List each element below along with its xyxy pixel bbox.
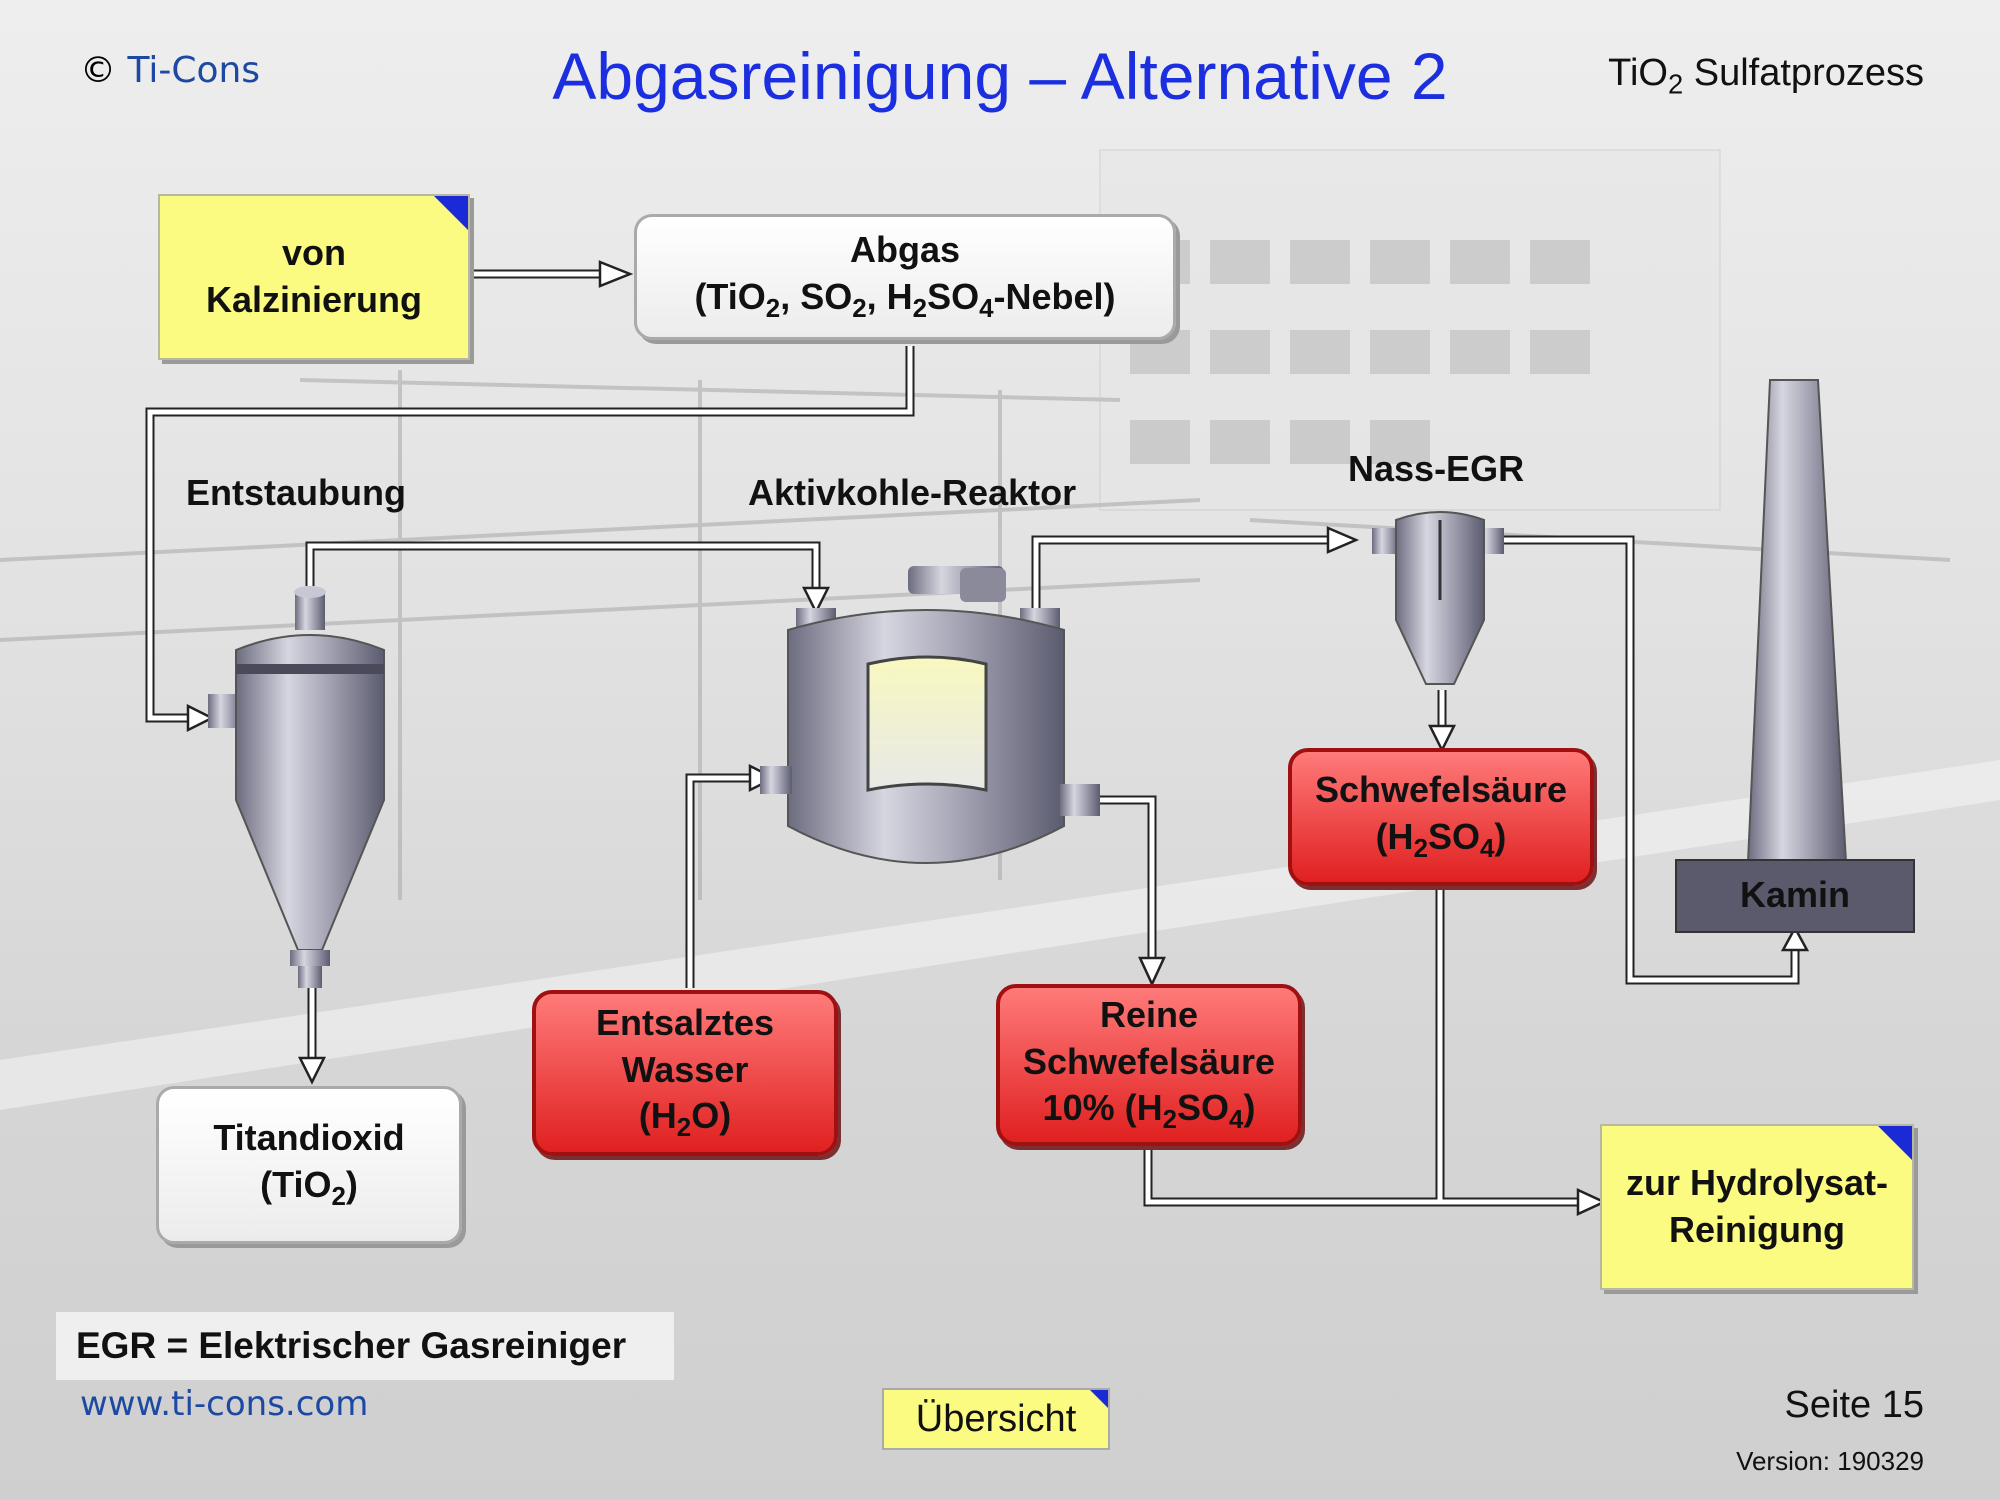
link-corner-marker [1090,1390,1108,1408]
website-link[interactable]: www.ti-cons.com [80,1384,369,1424]
nass-egr-label: Nass-EGR [1348,448,1525,489]
copyright-name: Ti-Cons [127,50,261,91]
copyright-symbol: © [80,50,116,91]
activated-carbon-reactor [760,566,1100,864]
abgas-box: Abgas (TiO2, SO2, H2SO4-Nebel) [634,214,1176,340]
chimney [1675,379,1915,933]
egr-legend: EGR = Elektrischer Gasreiniger [56,1312,674,1380]
cyclone-separator [208,586,385,988]
schwefelsaeure-box: Schwefelsäure(H2SO4) [1288,748,1594,886]
page-title: Abgasreinigung – Alternative 2 [552,39,1448,113]
link-corner-marker [1878,1126,1912,1160]
reaktor-label: Aktivkohle-Reaktor [748,472,1077,513]
page-subtitle: TiO2 Sulfatprozess [1608,52,1924,100]
wet-egr-vessel [1372,511,1504,685]
hydrolysat-reinigung-box[interactable]: zur Hydrolysat-Reinigung [1600,1124,1914,1290]
kamin-label: Kamin [1739,874,1851,915]
copyright-notice: © Ti-Cons [80,50,260,91]
titandioxid-box: Titandioxid(TiO2) [156,1086,462,1244]
page-number: Seite 15 [1784,1384,1924,1426]
version-label: Version: 190329 [1736,1446,1924,1476]
overview-label: Übersicht [915,1397,1077,1440]
process-pipes [145,260,1810,1216]
overview-button[interactable]: Übersicht [882,1388,1110,1450]
link-corner-marker [434,196,468,230]
entstaubung-label: Entstaubung [186,472,406,513]
